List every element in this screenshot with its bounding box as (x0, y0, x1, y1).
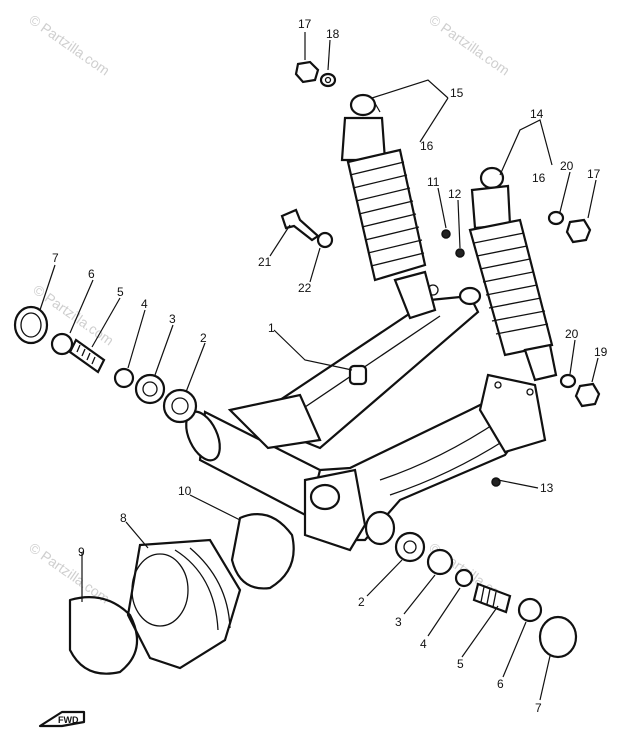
callout-17: 17 (298, 17, 312, 31)
callout-5: 5 (457, 657, 464, 671)
seal-6a (50, 332, 74, 356)
callout-2: 2 (200, 331, 207, 345)
callout-17: 17 (587, 167, 601, 181)
washer-20a (547, 210, 565, 226)
callout-8: 8 (120, 511, 127, 525)
callout-22: 22 (298, 281, 312, 295)
bolt-11 (441, 229, 451, 239)
callout-16: 16 (420, 139, 434, 153)
bearing-2a (162, 388, 198, 424)
watermark: © Partzilla.com (426, 11, 512, 78)
callout-20: 20 (560, 159, 574, 173)
pivot-parts-right (394, 531, 578, 659)
fwd-marker: FWD (38, 710, 86, 728)
gasket-10 (230, 513, 295, 590)
callout-11: 11 (427, 175, 440, 189)
callout-2: 2 (358, 595, 365, 609)
watermark: © Partzilla.com (26, 11, 112, 78)
callout-3: 3 (395, 615, 402, 629)
washer-20b (559, 373, 577, 389)
nut-17b (565, 218, 592, 244)
callout-16: 16 (532, 171, 546, 185)
callout-3: 3 (169, 312, 176, 326)
pivot-parts-left (13, 305, 198, 424)
shock-absorber-right (468, 166, 558, 382)
callout-21: 21 (258, 255, 272, 269)
seal-6b (517, 597, 543, 623)
callout-4: 4 (420, 637, 427, 651)
callout-7: 7 (52, 251, 59, 265)
leader-lines (39, 32, 599, 701)
nut-17a (294, 60, 320, 84)
shaft-5a (68, 338, 106, 374)
shock-absorber-left (340, 93, 437, 320)
washer-4a (113, 367, 135, 389)
callout-20: 20 (565, 327, 579, 341)
bearing-2b (394, 531, 426, 563)
callout-6: 6 (88, 267, 95, 281)
fwd-label: FWD (58, 715, 79, 725)
callout-14: 14 (530, 107, 544, 121)
callout-18: 18 (326, 27, 340, 41)
callout-19: 19 (594, 345, 608, 359)
callout-13: 13 (540, 481, 554, 495)
gasket-9 (68, 596, 139, 675)
callout-numbers: 17 18 15 16 14 11 12 16 20 17 21 22 1 20… (52, 17, 608, 715)
washer-22 (316, 231, 334, 249)
hardware (280, 60, 601, 487)
callout-15: 15 (450, 86, 464, 100)
cap-7b (538, 615, 578, 659)
drive-housing-group (68, 513, 295, 675)
swing-arm (185, 284, 547, 552)
callout-5: 5 (117, 285, 124, 299)
callout-4: 4 (141, 297, 148, 311)
bearing-3a (134, 373, 166, 405)
callout-7: 7 (535, 701, 542, 715)
callout-9: 9 (78, 545, 85, 559)
callout-12: 12 (448, 187, 462, 201)
cap-7a (13, 305, 49, 345)
washer-18 (319, 72, 337, 88)
bearing-3b (426, 548, 454, 576)
callout-1: 1 (268, 321, 275, 335)
bolt-21 (280, 208, 320, 242)
watermark: © Partzilla.com (26, 539, 112, 606)
nut-19 (574, 382, 601, 408)
callout-10: 10 (178, 484, 192, 498)
bolt-13 (491, 477, 501, 487)
bolt-12 (455, 248, 465, 258)
washer-4b (454, 568, 474, 588)
callout-6: 6 (497, 677, 504, 691)
